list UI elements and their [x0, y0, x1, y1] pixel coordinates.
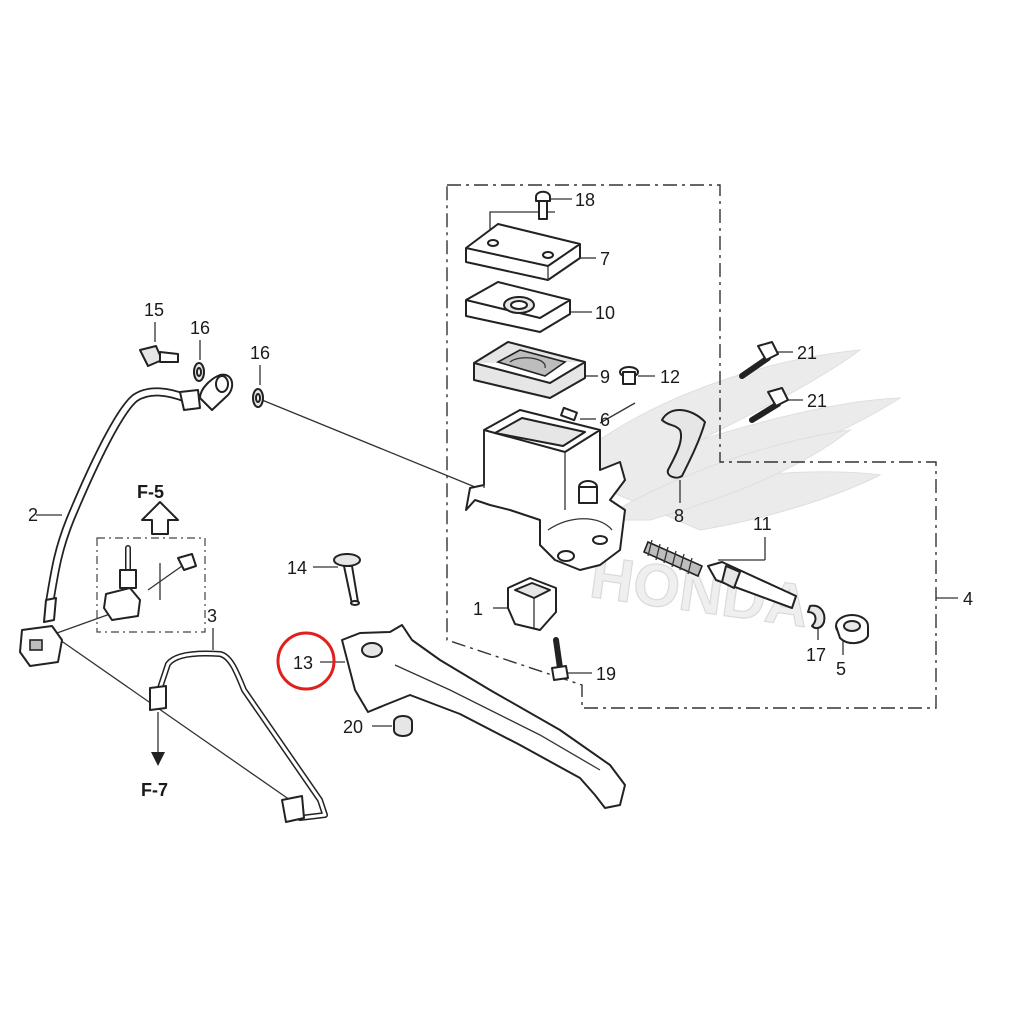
part-16-washer-a: [193, 362, 205, 382]
part-6-bolt: [560, 406, 578, 422]
label-10: 10: [595, 303, 615, 323]
part-12-plug: [619, 366, 639, 385]
label-15: 15: [144, 300, 164, 320]
part-3-brake-pipe: [149, 650, 328, 823]
label-7: 7: [600, 249, 610, 269]
ref-f5: F-5: [137, 482, 164, 502]
assembly-boundary: [446, 184, 937, 709]
label-9: 9: [600, 367, 610, 387]
part-2-brake-hose: [19, 387, 201, 667]
part-13-lever: [341, 624, 626, 809]
label-19: 19: [596, 664, 616, 684]
f5-inset-box: [96, 537, 206, 633]
label-6: 6: [600, 410, 610, 430]
label-16-b: 16: [250, 343, 270, 363]
highlight-circle-13: [276, 631, 336, 691]
label-21-upper: 21: [797, 343, 817, 363]
label-8: 8: [674, 506, 684, 526]
honda-wing-watermark: HONDA: [559, 349, 902, 641]
label-21-lower: 21: [807, 391, 827, 411]
part-21-bolt-upper: [739, 341, 779, 379]
part-labels: 18 7 10 9 12 6 21 21 8 11 4 1 17 5 19 14…: [28, 190, 973, 800]
label-20: 20: [343, 717, 363, 737]
label-4: 4: [963, 589, 973, 609]
banjo-fitting: [199, 373, 234, 411]
ref-f7: F-7: [141, 780, 168, 800]
label-12: 12: [660, 367, 680, 387]
label-5: 5: [836, 659, 846, 679]
label-1: 1: [473, 599, 483, 619]
label-17: 17: [806, 645, 826, 665]
part-15-banjo-bolt: [139, 345, 179, 367]
label-16-a: 16: [190, 318, 210, 338]
label-13: 13: [293, 653, 313, 673]
label-11: 11: [753, 514, 772, 534]
part-7-reservoir-cap: [465, 223, 581, 281]
part-19-screw: [551, 637, 569, 681]
label-2: 2: [28, 505, 38, 525]
part-9-diaphragm: [473, 341, 586, 399]
part-5-boot: [835, 614, 869, 644]
f5-arrow: [141, 501, 179, 535]
part-18-screw: [535, 190, 551, 220]
part-17-circlip: [807, 604, 826, 630]
part-14-pivot-bolt: [333, 553, 361, 606]
part-8-clamp: [661, 409, 706, 479]
part-11-piston-spring: [642, 539, 797, 609]
leader-lines: [36, 198, 958, 801]
f7-arrow: [151, 712, 165, 766]
part-10-diaphragm-plate: [465, 281, 571, 333]
part-20-nut: [393, 715, 413, 737]
part-16-washer-b: [252, 388, 264, 408]
label-3: 3: [207, 606, 217, 626]
part-21-bolt-lower: [749, 387, 789, 423]
part-1-switch: [507, 577, 557, 631]
f5-inset-joint: [103, 545, 197, 621]
label-18: 18: [575, 190, 595, 210]
label-14: 14: [287, 558, 307, 578]
master-cylinder-body: [465, 409, 626, 571]
